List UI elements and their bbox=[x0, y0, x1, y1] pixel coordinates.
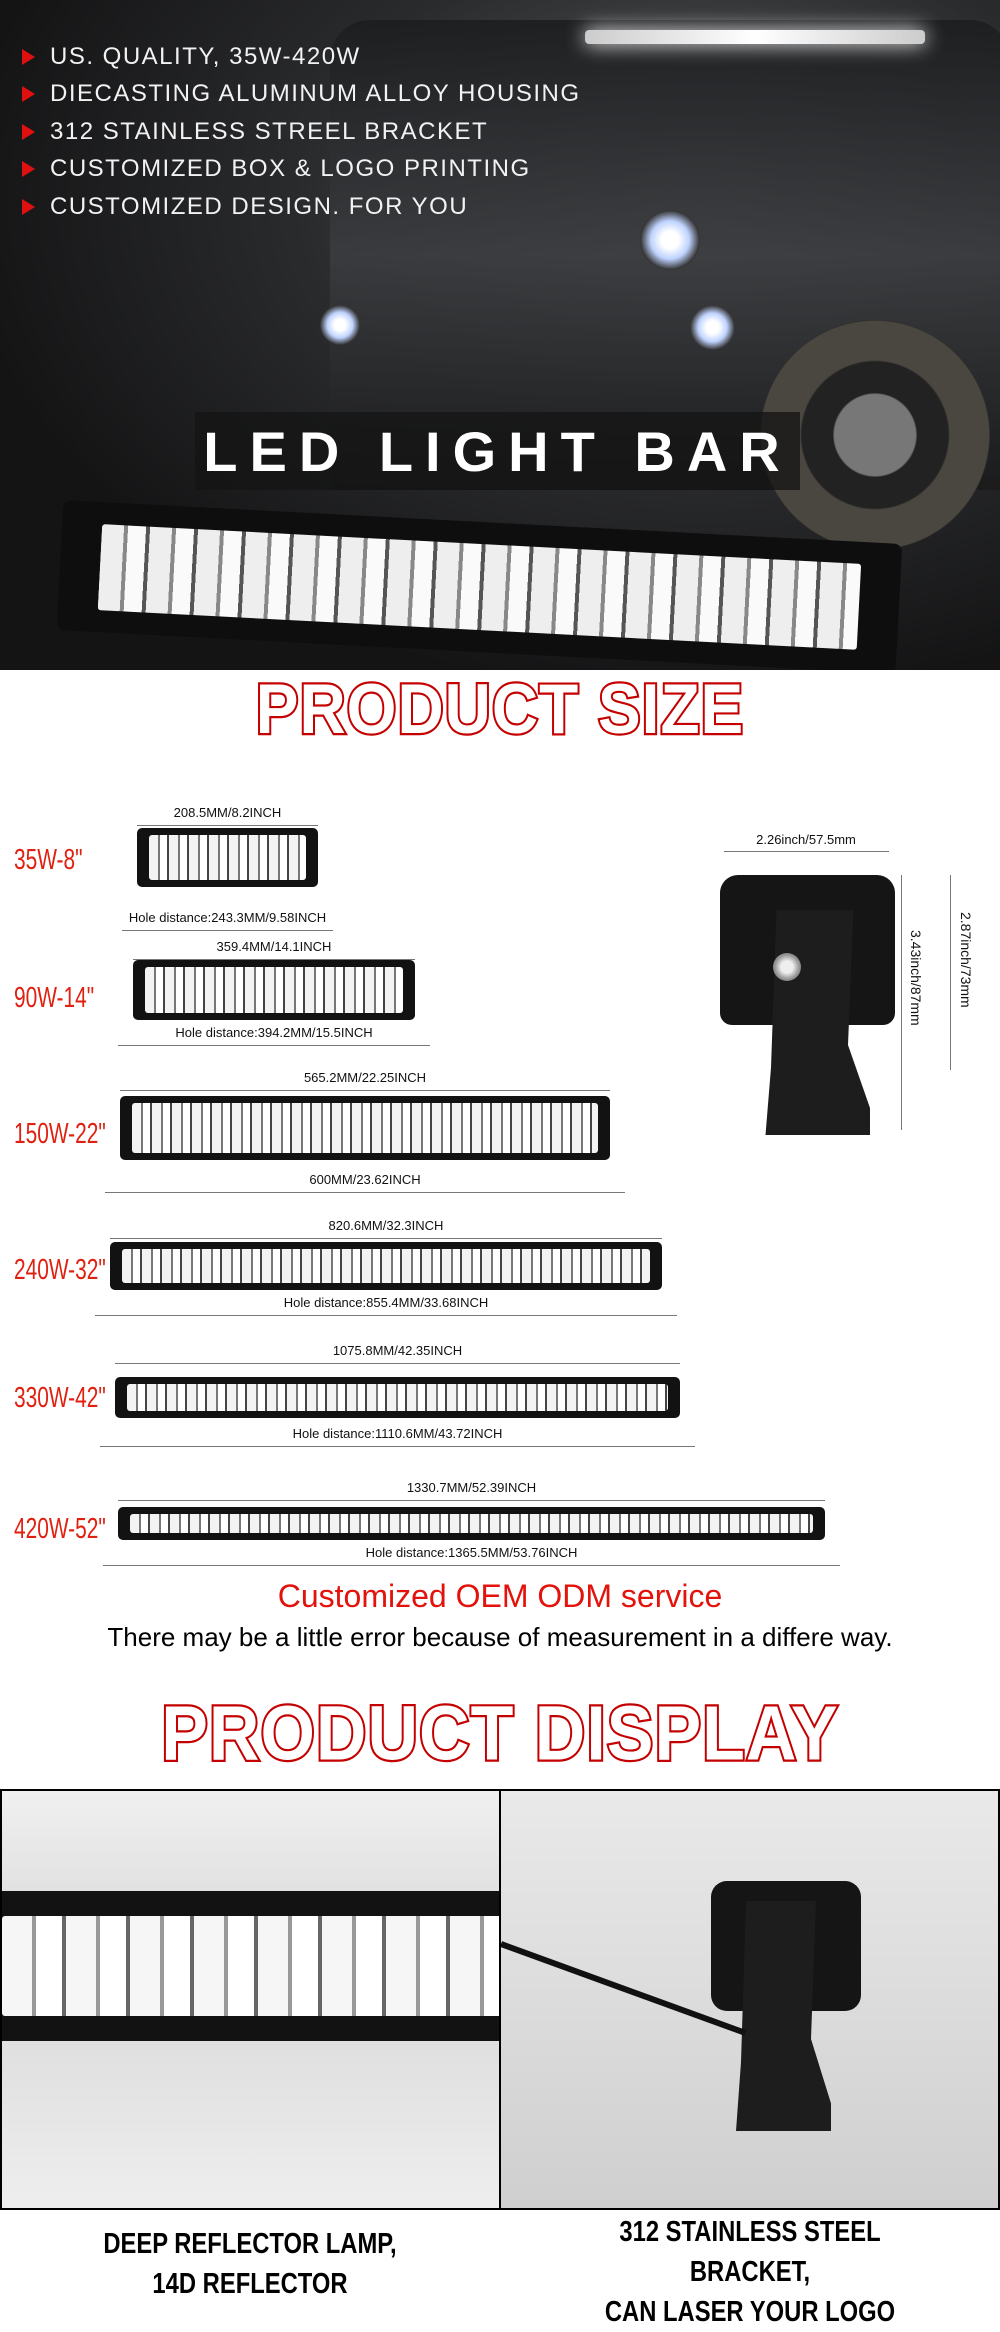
dimension-line bbox=[724, 851, 889, 852]
hole-distance-label: Hole distance:243.3MM/9.58INCH bbox=[128, 910, 327, 925]
led-array bbox=[145, 967, 403, 1013]
hole-distance-label: Hole distance:1110.6MM/43.72INCH bbox=[292, 1426, 503, 1441]
triangle-bullet-icon bbox=[22, 48, 35, 65]
dimension-line bbox=[133, 959, 415, 960]
model-label: 420W-52" bbox=[14, 1513, 106, 1545]
roof-light-bar-image bbox=[585, 30, 925, 44]
caption-line: DEEP REFLECTOR LAMP, bbox=[103, 2228, 397, 2260]
dimension-line bbox=[103, 1565, 840, 1566]
dimension-line bbox=[110, 1238, 662, 1239]
led-array bbox=[132, 1103, 598, 1153]
led-array bbox=[149, 835, 306, 880]
caption-line: 14D REFLECTOR bbox=[152, 2268, 348, 2300]
feature-item: 312 STAINLESS STREEL BRACKET bbox=[22, 113, 581, 151]
light-bar-image bbox=[118, 1507, 825, 1540]
feature-text: CUSTOMIZED DESIGN. FOR YOU bbox=[50, 192, 469, 220]
light-bar-image bbox=[120, 1096, 610, 1160]
led-array bbox=[127, 1384, 668, 1411]
bracket-closeup-image bbox=[499, 1791, 998, 2208]
length-dimension-label: 208.5MM/8.2INCH bbox=[173, 805, 282, 820]
triangle-bullet-icon bbox=[22, 123, 35, 140]
led-array bbox=[2, 1916, 499, 2016]
feature-text: US. QUALITY, 35W-420W bbox=[50, 42, 361, 70]
product-display-grid bbox=[0, 1789, 1000, 2210]
model-label: 90W-14" bbox=[14, 982, 95, 1014]
side-height-total-label: 3.43inch/87mm bbox=[908, 930, 924, 1026]
feature-text: 312 STAINLESS STREEL BRACKET bbox=[50, 117, 489, 145]
dimension-line bbox=[901, 875, 902, 1130]
feature-text: CUSTOMIZED BOX & LOGO PRINTING bbox=[50, 155, 531, 183]
cable-image bbox=[501, 1941, 747, 2036]
feature-item: DIECASTING ALUMINUM ALLOY HOUSING bbox=[22, 76, 581, 114]
headlight-image bbox=[640, 210, 700, 270]
feature-item: US. QUALITY, 35W-420W bbox=[22, 38, 581, 76]
dimension-line bbox=[115, 1363, 680, 1364]
dimension-line bbox=[137, 825, 318, 826]
feature-item: CUSTOMIZED BOX & LOGO PRINTING bbox=[22, 151, 581, 189]
led-array bbox=[97, 524, 862, 650]
feature-text: DIECASTING ALUMINUM ALLOY HOUSING bbox=[50, 80, 581, 108]
caption-line: 312 STAINLESS STEEL bbox=[619, 2216, 881, 2248]
model-label: 240W-32" bbox=[14, 1254, 106, 1286]
bolt-icon bbox=[773, 953, 801, 981]
model-label: 330W-42" bbox=[14, 1382, 106, 1414]
dimension-line bbox=[118, 1500, 825, 1501]
hero-banner: US. QUALITY, 35W-420W DIECASTING ALUMINU… bbox=[0, 0, 1000, 670]
length-dimension-label: 1075.8MM/42.35INCH bbox=[332, 1343, 463, 1358]
light-bar-image bbox=[137, 828, 318, 887]
light-bar-closeup bbox=[2, 1891, 499, 2041]
side-height-body-label: 2.87inch/73mm bbox=[958, 912, 974, 1008]
hole-distance-label: Hole distance:1365.5MM/53.76INCH bbox=[365, 1545, 578, 1560]
fog-light-image bbox=[690, 305, 735, 350]
dimension-line bbox=[105, 1192, 625, 1193]
banner-title: LED LIGHT BAR bbox=[203, 419, 792, 483]
triangle-bullet-icon bbox=[22, 198, 35, 215]
light-bar-image bbox=[133, 960, 415, 1020]
reflector-closeup-image bbox=[2, 1791, 499, 2208]
light-bar-image bbox=[110, 1242, 662, 1290]
hole-distance-label: 600MM/23.62INCH bbox=[309, 1172, 421, 1187]
led-array bbox=[122, 1249, 650, 1283]
disclaimer-text: There may be a little error because of m… bbox=[107, 1622, 893, 1652]
length-dimension-label: 820.6MM/32.3INCH bbox=[328, 1218, 444, 1233]
caption-line: CAN LASER YOUR LOGO bbox=[604, 2296, 896, 2328]
feature-list: US. QUALITY, 35W-420W DIECASTING ALUMINU… bbox=[22, 38, 581, 226]
caption-left: DEEP REFLECTOR LAMP, 14D REFLECTOR bbox=[0, 2212, 500, 2304]
length-dimension-label: 1330.7MM/52.39INCH bbox=[406, 1480, 537, 1495]
light-bar-image bbox=[115, 1377, 680, 1418]
led-array bbox=[130, 1514, 813, 1533]
product-banner: LED LIGHT BAR bbox=[195, 412, 800, 490]
caption-right: 312 STAINLESS STEEL BRACKET, CAN LASER Y… bbox=[500, 2212, 1000, 2332]
product-size-title: PRODUCT SIZE bbox=[254, 667, 745, 751]
product-display-title: PRODUCT DISPLAY bbox=[159, 1688, 840, 1778]
dimension-line bbox=[100, 1446, 695, 1447]
dimension-line bbox=[95, 1315, 677, 1316]
dimension-line bbox=[950, 875, 951, 1070]
triangle-bullet-icon bbox=[22, 161, 35, 178]
fog-light-image bbox=[320, 305, 360, 345]
length-dimension-label: 565.2MM/22.25INCH bbox=[303, 1070, 427, 1085]
triangle-bullet-icon bbox=[22, 86, 35, 103]
dimension-line bbox=[118, 1045, 430, 1046]
hole-distance-label: Hole distance:855.4MM/33.68INCH bbox=[283, 1295, 489, 1310]
light-bar-image bbox=[56, 500, 903, 670]
model-label: 150W-22" bbox=[14, 1118, 106, 1150]
length-dimension-label: 359.4MM/14.1INCH bbox=[216, 939, 332, 954]
oem-service-text: Customized OEM ODM service bbox=[277, 1578, 723, 1614]
hole-distance-label: Hole distance:394.2MM/15.5INCH bbox=[175, 1025, 373, 1040]
model-label: 35W-8" bbox=[14, 844, 83, 876]
feature-item: CUSTOMIZED DESIGN. FOR YOU bbox=[22, 188, 581, 226]
dimension-line bbox=[122, 930, 333, 931]
dimension-line bbox=[120, 1090, 610, 1091]
side-width-label: 2.26inch/57.5mm bbox=[756, 832, 856, 847]
caption-line: BRACKET, bbox=[689, 2256, 811, 2288]
